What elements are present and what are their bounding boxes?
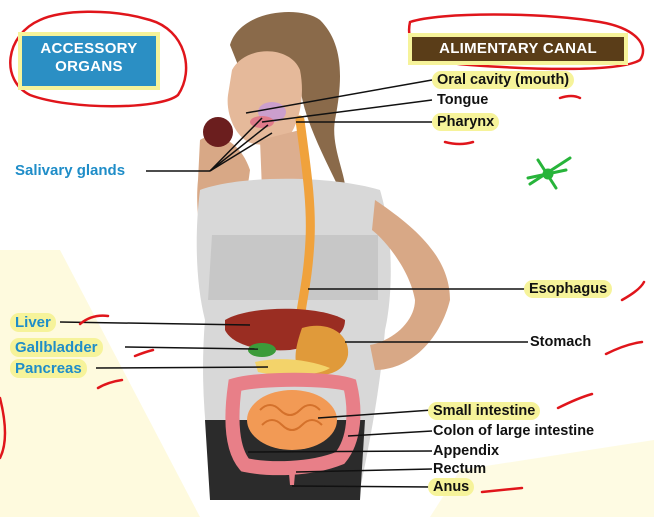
label-colon: Colon of large intestine xyxy=(433,423,594,439)
face xyxy=(228,51,302,144)
accessory-organs-header: ACCESSORY ORGANS xyxy=(22,36,156,86)
accessory-header-line1: ACCESSORY xyxy=(22,40,156,58)
label-tongue: Tongue xyxy=(437,92,488,108)
anus-leader xyxy=(292,486,432,487)
small-intestine-shape xyxy=(247,390,337,450)
label-gallbladder: Gallbladder xyxy=(10,338,103,357)
apple xyxy=(203,117,233,147)
watermark-wash xyxy=(0,250,200,517)
label-liver: Liver xyxy=(10,313,56,332)
shirt-stripes xyxy=(208,235,378,300)
appendix-leader xyxy=(248,451,432,452)
label-pancreas: Pancreas xyxy=(10,359,87,378)
label-appendix: Appendix xyxy=(433,443,499,459)
pancreas-leader xyxy=(96,367,268,368)
gallbladder-shape xyxy=(248,343,276,357)
label-small-intestine: Small intestine xyxy=(428,402,540,420)
mark-esophagus xyxy=(622,282,644,300)
label-pharynx: Pharynx xyxy=(432,113,499,131)
alimentary-canal-header: ALIMENTARY CANAL xyxy=(412,37,624,61)
mark-stomach xyxy=(606,342,642,354)
accessory-header-line2: ORGANS xyxy=(22,58,156,76)
label-esophagus: Esophagus xyxy=(524,280,612,298)
mark-pharynx xyxy=(445,142,473,144)
mark-gallbladder xyxy=(135,350,153,356)
mark-small-intestine xyxy=(558,394,592,408)
label-stomach: Stomach xyxy=(530,334,591,350)
label-oral-cavity: Oral cavity (mouth) xyxy=(432,71,574,89)
mark-oral xyxy=(560,96,580,98)
label-salivary-glands: Salivary glands xyxy=(15,162,125,179)
label-rectum: Rectum xyxy=(433,461,486,477)
label-anus: Anus xyxy=(428,478,474,496)
green-star-mark xyxy=(528,158,570,188)
